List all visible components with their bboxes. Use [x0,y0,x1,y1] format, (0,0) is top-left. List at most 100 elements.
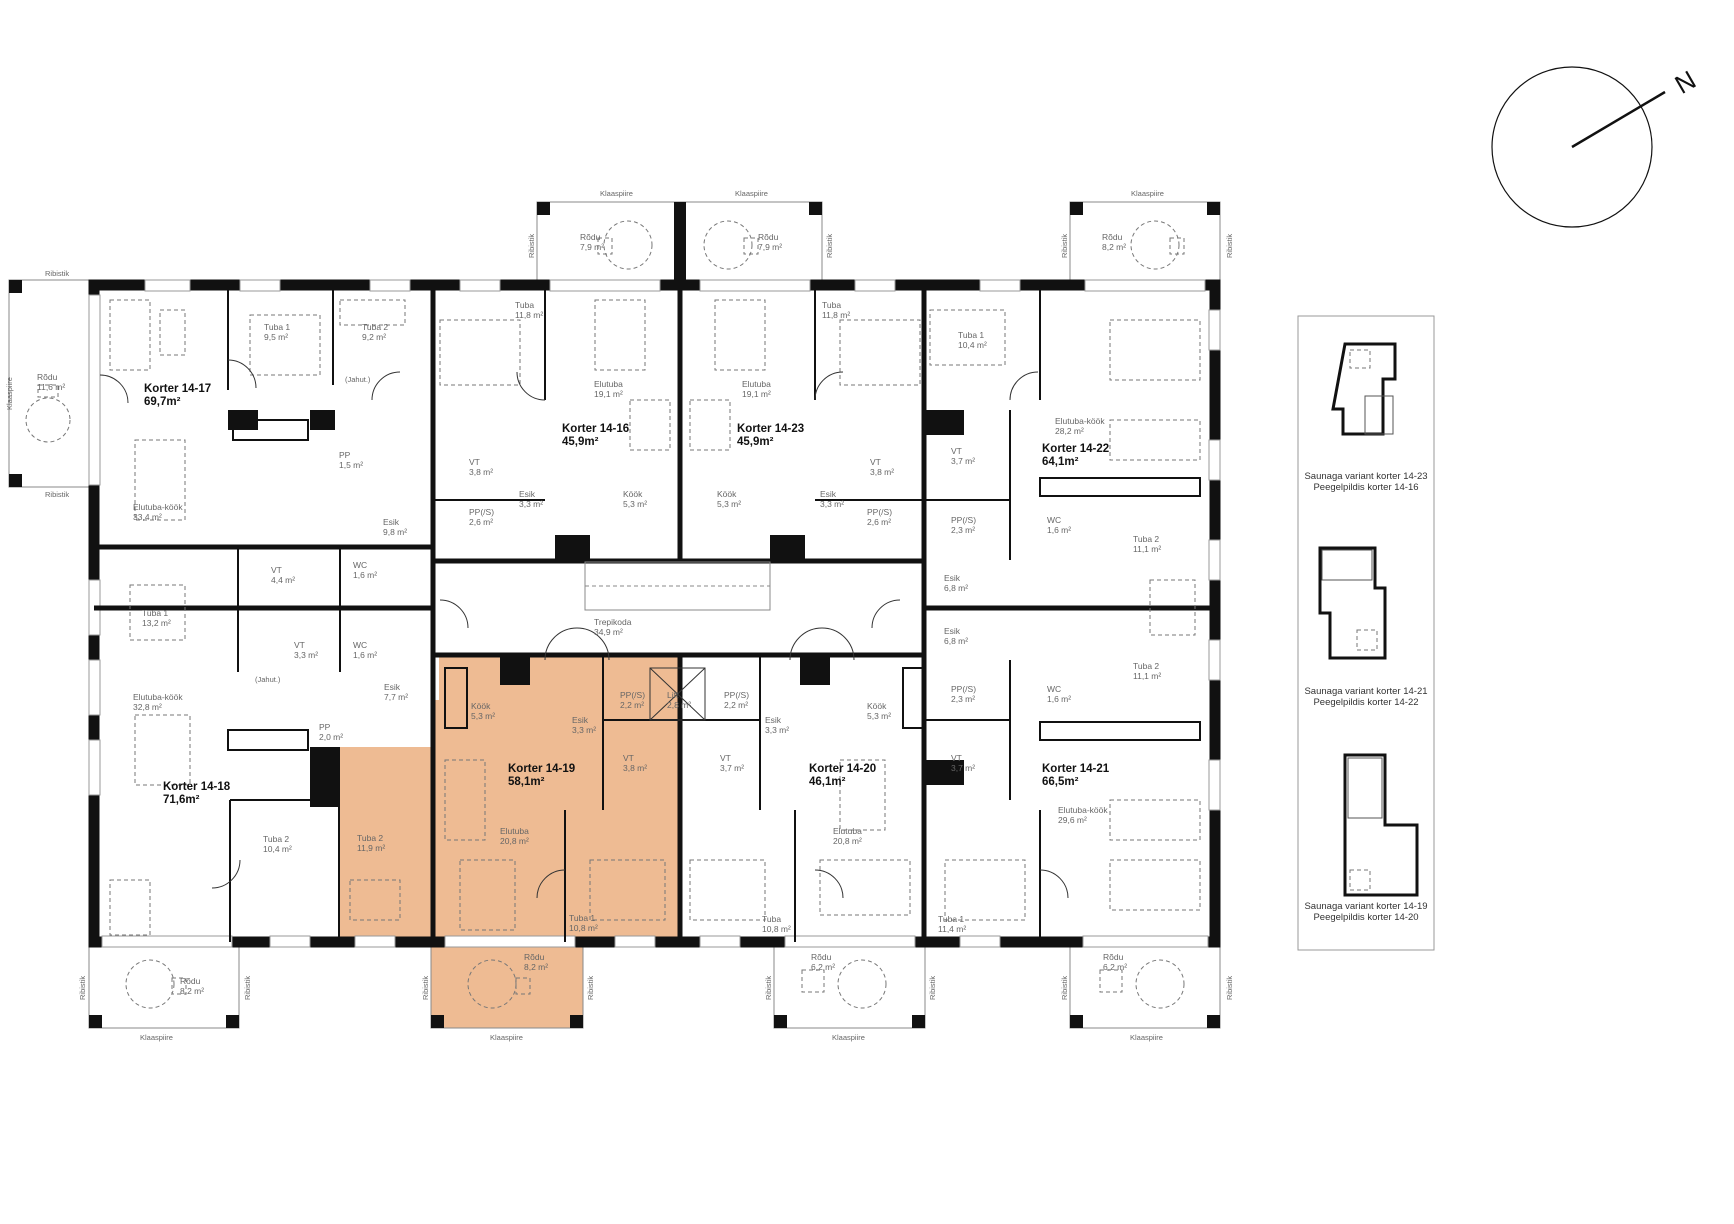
room-area: 2,6 m² [867,517,891,527]
north-arrow-icon: N [1491,64,1701,228]
room-name: Tuba 2 [1133,661,1159,671]
room-name: Rõdu [180,976,201,986]
room-name: Tuba 1 [958,330,984,340]
unit-area: 66,5m² [1042,776,1079,788]
room-name: VT [294,640,305,650]
room-area: 20,8 m² [500,836,529,846]
furniture [109,299,1201,936]
room-area: 1,6 m² [1047,525,1071,535]
room-area: 3,3 m² [294,650,318,660]
room-name: PP(/S) [951,515,976,525]
room-area: 10,4 m² [263,844,292,854]
room-area: 11,1 m² [1133,544,1161,554]
room-area: 3,3 m² [519,499,543,509]
room-area: 3,8 m² [469,467,493,477]
variant-plan-3 [1343,753,1419,897]
room-area: 1,6 m² [1047,694,1071,704]
glass-railing-label: Klaaspiire [5,377,14,410]
room-area: 7,9 m² [758,242,782,252]
room-name: Elutuba-köök [1055,416,1105,426]
room-name: VT [720,753,731,763]
room-name: Tuba [822,300,841,310]
room-area: 11,9 m² [357,843,385,853]
room-name: Elutuba [500,826,529,836]
room-name: Rõdu [524,952,545,962]
lift [649,667,706,721]
bar-railing-label: Ribistik [928,976,937,1000]
room-area: 10,8 m² [762,924,791,934]
room-name: VT [951,753,962,763]
north-label: N [1670,64,1701,99]
variant-plan-1 [1331,342,1397,436]
room-name: Elutuba [742,379,771,389]
room-name: WC [353,640,367,650]
room-name: VT [870,457,881,467]
room-area: 7,9 m² [580,242,604,252]
unit-area: 45,9m² [562,436,599,448]
room-name: Rõdu [811,952,832,962]
room-name: Tuba [515,300,534,310]
variant-caption: Peegelpildis korter 14-20 [1313,912,1418,923]
room-area: 1,6 m² [353,570,377,580]
room-area: 10,4 m² [958,340,987,350]
room-area: 7,7 m² [384,692,408,702]
bar-railing-label: Ribistik [586,976,595,1000]
room-area: 11,8 m² [822,310,850,320]
glass-railing-label: Klaaspiire [832,1033,865,1042]
unit-area: 69,7m² [144,396,181,408]
unit-name: Korter 14-18 [163,781,231,793]
room-area: 11,4 m² [938,924,966,934]
doors [99,359,1069,899]
room-area: 5,3 m² [717,499,741,509]
room-area: 33,4 m² [133,512,162,522]
room-name: Tuba 1 [264,322,290,332]
highlight-korter-14-19 [339,655,680,1028]
bar-railing-label: Ribistik [78,976,87,1000]
unit-name: Korter 14-23 [737,423,804,435]
room-area: 3,7 m² [951,763,975,773]
room-name: Köök [717,489,737,499]
room-area: 2,2 m² [620,700,644,710]
room-name: Rõdu [37,372,58,382]
room-name: Rõdu [1103,952,1124,962]
bar-railing-label: Ribistik [1060,234,1069,258]
room-name: PP(/S) [724,690,749,700]
room-name: Elutuba [833,826,862,836]
room-name: Tuba 2 [263,834,289,844]
cooling-label: (Jahut.) [345,375,371,384]
room-area: 6,2 m² [1103,962,1127,972]
room-area: 1,5 m² [339,460,363,470]
room-area: 5,3 m² [867,711,891,721]
railing-labels: Klaaspiire Klaaspiire Klaaspiire Klaaspi… [5,189,1234,1042]
variant-caption: Saunaga variant korter 14-23 [1304,471,1427,482]
bar-railing-label: Ribistik [421,976,430,1000]
unit-area: 45,9m² [737,436,774,448]
kitchen-counters [227,419,1201,751]
room-name: PP(/S) [951,684,976,694]
room-name: PP [319,722,331,732]
room-name: Köök [867,701,887,711]
room-name: Esik [384,682,401,692]
room-area: 3,7 m² [951,456,975,466]
room-area: 3,8 m² [623,763,647,773]
variant-plan-2 [1318,546,1387,660]
unit-area: 58,1m² [508,776,545,788]
room-name: Esik [820,489,837,499]
room-area: 8,2 m² [1102,242,1126,252]
variant-caption: Peegelpildis korter 14-16 [1313,482,1418,493]
room-area: 8,2 m² [524,962,548,972]
room-name: Elutuba-köök [133,692,183,702]
room-area: 6,8 m² [944,636,968,646]
room-area: 10,8 m² [569,923,598,933]
room-area: 28,2 m² [1055,426,1084,436]
room-name: Tuba 2 [362,322,388,332]
room-area: 2,2 m² [724,700,748,710]
bar-railing-label: Ribistik [243,976,252,1000]
room-name: PP(/S) [867,507,892,517]
room-area: 2,3 m² [951,694,975,704]
room-name: Tuba [762,914,781,924]
room-name: Tuba 2 [357,833,383,843]
